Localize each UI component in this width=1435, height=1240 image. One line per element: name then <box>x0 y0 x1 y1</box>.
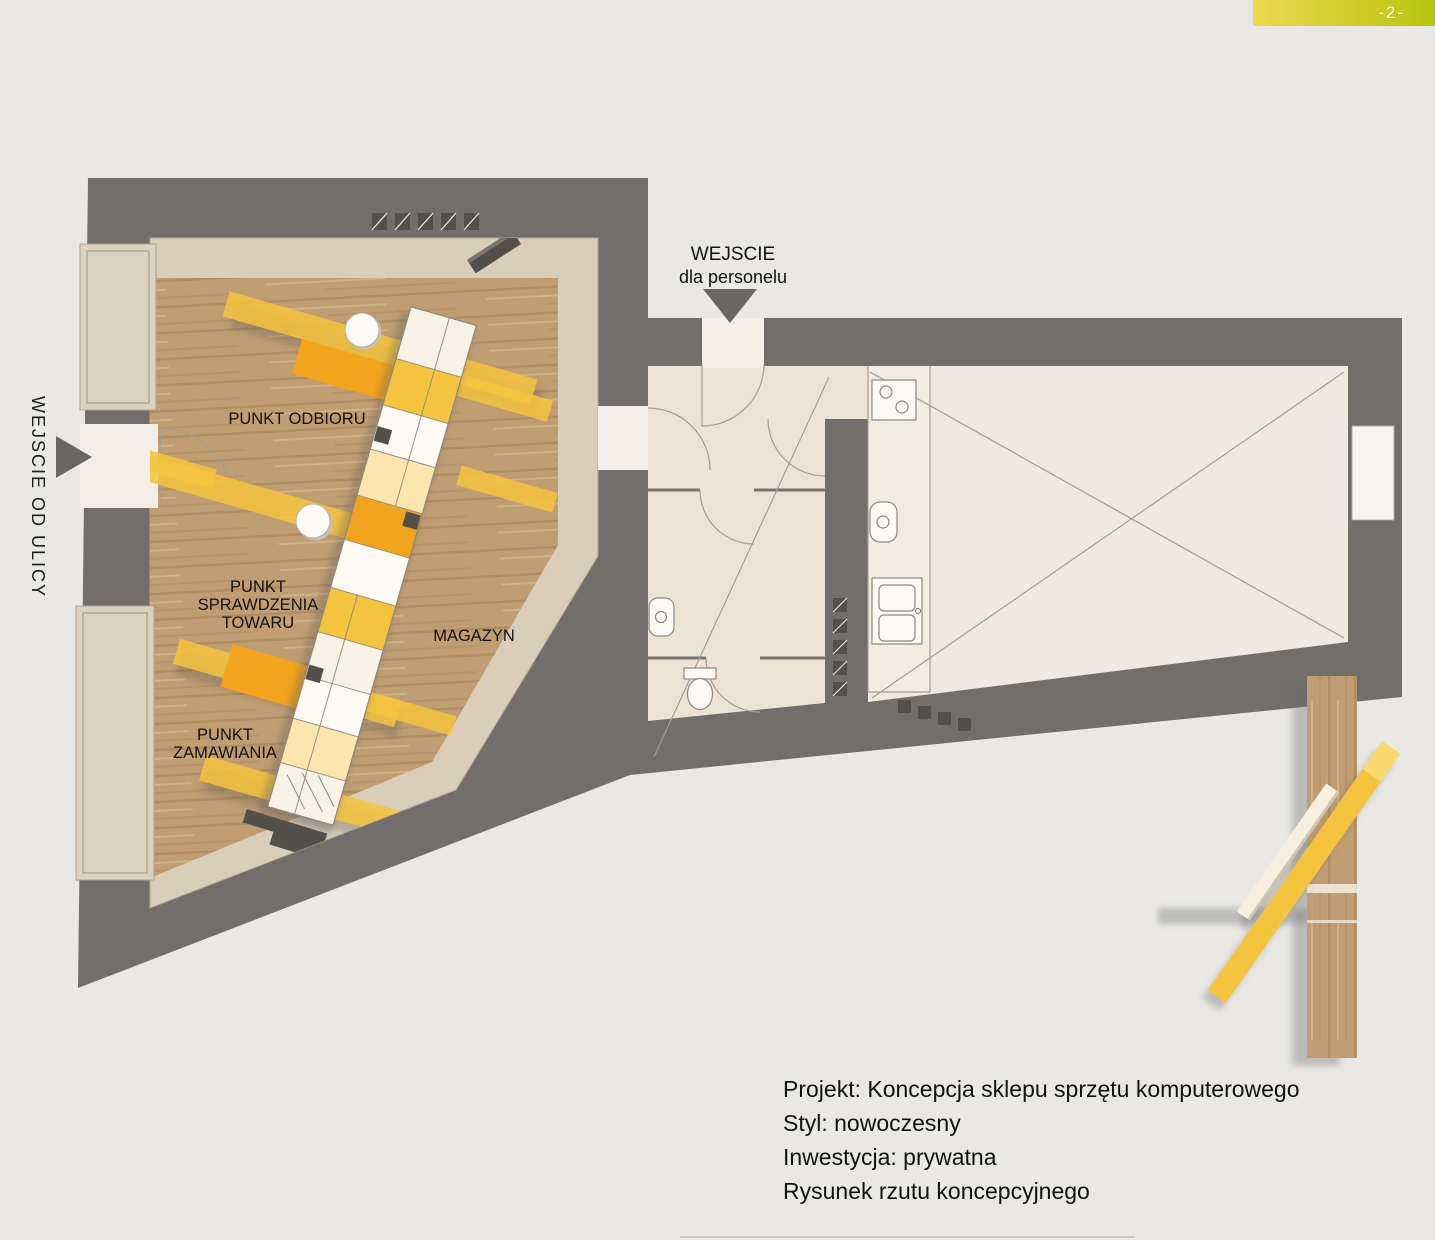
label-street-entrance: WEJSCIE OD ULICY <box>28 396 48 598</box>
staff-entrance-arrow <box>703 289 757 323</box>
label-order-2: ZAMAWIANIA <box>173 744 277 762</box>
storefront-window <box>79 243 157 411</box>
display-shelf <box>441 370 553 422</box>
sink-icon <box>869 501 898 543</box>
label-staff-entrance-sub: dla personelu <box>679 267 787 287</box>
label-check-1: PUNKT <box>230 578 286 596</box>
project-line-4: Rysunek rzutu koncepcyjnego <box>783 1178 1090 1204</box>
label-order-1: PUNKT <box>197 726 253 744</box>
project-line-3: Inwestycja: prywatna <box>783 1144 997 1170</box>
kitchen-counter-edge <box>867 366 931 693</box>
bench <box>466 238 522 274</box>
stove-icon <box>871 379 917 421</box>
project-line-2: Styl: nowoczesny <box>783 1110 961 1136</box>
toilet-icon <box>683 667 717 711</box>
stool <box>295 503 333 541</box>
counter-detail-drawing <box>1158 676 1401 1066</box>
stool <box>344 312 382 350</box>
street-entrance-opening <box>80 424 158 508</box>
wall-vent-row-bottom <box>898 700 971 731</box>
storefront-windows <box>75 243 157 881</box>
bottom-trim-line <box>680 1236 1135 1238</box>
label-check-3: TOWARU <box>222 614 294 632</box>
display-shelf <box>456 465 558 513</box>
right-window <box>1351 425 1395 521</box>
wall-vent-row-top <box>371 212 480 231</box>
diagonal-lines <box>653 371 1345 758</box>
cream-strip-detail <box>1236 783 1340 921</box>
kitchen-sink-icon <box>871 577 923 645</box>
staff-entrance-opening <box>702 318 764 368</box>
project-line-1: Projekt: Koncepcja sklepu sprzętu komput… <box>783 1076 1300 1102</box>
label-storage: MAGAZYN <box>433 627 515 645</box>
street-entrance-arrow <box>56 436 92 478</box>
interior-walls <box>648 488 825 660</box>
sink-icon <box>648 597 675 637</box>
label-pickup: PUNKT ODBIORU <box>228 410 365 428</box>
project-info: Projekt: Koncepcja sklepu sprzętu komput… <box>783 1072 1423 1208</box>
label-staff-entrance: WEJSCIE <box>691 244 775 265</box>
display-shelf <box>220 644 315 711</box>
wall-vent-column <box>832 597 848 697</box>
display-counter <box>266 305 478 827</box>
area-labels: PUNKT ODBIORU PUNKT SPRAWDZENIA TOWARU M… <box>173 410 515 762</box>
page-number: -2- <box>1378 3 1405 22</box>
page-number-ribbon: -2- <box>1253 0 1435 26</box>
display-shelf <box>150 443 217 489</box>
label-check-2: SPRAWDZENIA <box>198 596 318 614</box>
storefront-window <box>75 605 155 881</box>
shop-door-opening <box>598 406 648 470</box>
bench <box>242 809 328 847</box>
yellow-bar-detail <box>1207 741 1401 1003</box>
staff-hall-floor <box>648 366 868 721</box>
